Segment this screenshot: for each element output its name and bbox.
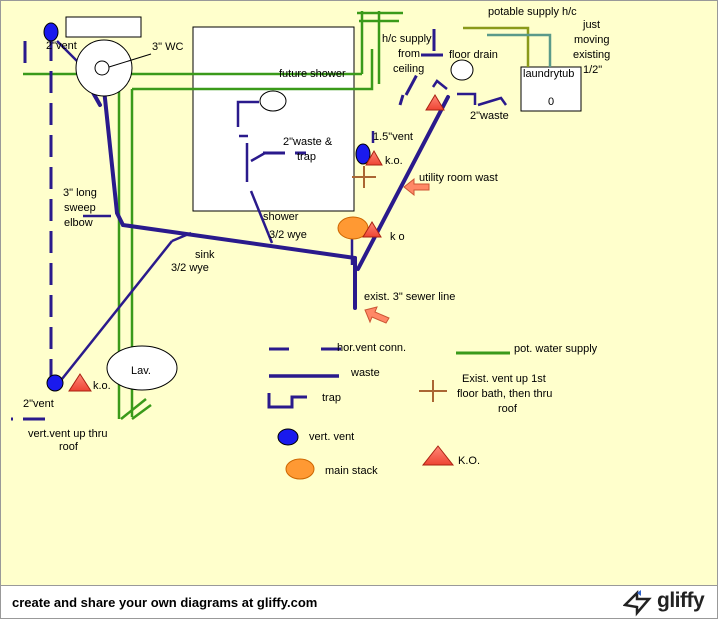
shower-drain — [259, 90, 287, 112]
label-laundrytub: laundrytub — [523, 68, 574, 80]
footer-text[interactable]: create and share your own diagrams at gl… — [12, 595, 318, 610]
label-vent-lower: 2"vent — [23, 398, 54, 410]
label-future-shower: future shower — [279, 68, 346, 80]
gliffy-logo-icon[interactable] — [623, 589, 657, 617]
ko-icon-lower — [68, 373, 92, 392]
floor-drain — [450, 59, 474, 81]
label-waste-trap-1: 2"waste & — [283, 136, 333, 148]
label-vert-vent-2: roof — [59, 441, 79, 453]
label-just: just — [582, 19, 600, 31]
label-waste-2in: 2"waste — [470, 110, 509, 122]
potable-supply-lines — [463, 26, 552, 67]
legend-exist-vent-label-3: roof — [498, 403, 518, 415]
wc-leader — [108, 53, 152, 68]
label-utility-room: utility room wast — [419, 172, 498, 184]
label-wye-sink: 3/2 wye — [171, 262, 209, 274]
label-hc-ceiling: ceiling — [393, 63, 424, 75]
vert-vent-top — [43, 22, 59, 42]
label-ko-upper: k.o. — [385, 155, 403, 167]
label-sink: sink — [195, 249, 215, 261]
legend-trap-symbol — [267, 393, 307, 409]
legend-exist-vent-label-1: Exist. vent up 1st — [462, 373, 546, 385]
shower-room-box — [192, 26, 355, 212]
label-hc-supply: h/c supply — [382, 33, 432, 45]
plumbing-diagram: 2"vent 3" WC future shower h/c supply fr… — [11, 6, 610, 480]
legend-exist-vent-label-2: floor bath, then thru — [457, 388, 552, 400]
gliffy-brand-text[interactable]: gliffy — [657, 589, 705, 612]
legend-trap-label: trap — [322, 392, 341, 404]
label-wc: 3" WC — [152, 41, 183, 53]
legend-ko-symbol — [421, 445, 455, 466]
label-vent-top: 2"vent — [46, 40, 77, 52]
label-sweep-1: 3" long — [63, 187, 97, 199]
waste-lines-thin — [61, 79, 508, 380]
vert-vent-mid — [355, 143, 371, 165]
utility-arrow-icon — [403, 177, 430, 197]
wc-drain — [94, 60, 110, 76]
label-ko-lower: k.o. — [93, 380, 111, 392]
ko-icon-upper — [365, 149, 383, 166]
vent-lines — [11, 29, 445, 421]
legend-waste-label: waste — [350, 367, 380, 379]
label-sewer-line: exist. 3" sewer line — [364, 291, 455, 303]
sewer-arrow-icon — [364, 306, 390, 324]
label-lav: Lav. — [131, 365, 151, 377]
label-shower: shower — [263, 211, 299, 223]
vert-vent-lower — [46, 374, 64, 392]
label-laundrytub-value: 0 — [548, 96, 554, 108]
ko-icon-main — [362, 221, 382, 238]
label-floor-drain: floor drain — [449, 49, 498, 61]
label-hc-from: from — [398, 48, 420, 60]
lav-sink — [106, 345, 178, 391]
legend-exist-vent-symbol — [419, 380, 447, 402]
legend-vert-vent-label: vert. vent — [309, 431, 354, 443]
label-half-inch: 1/2" — [583, 64, 602, 76]
label-moving: moving — [574, 34, 609, 46]
label-potable-supply: potable supply h/c — [488, 6, 577, 18]
legend-main-stack-label: main stack — [325, 465, 378, 477]
vent-lines-thin — [56, 40, 375, 218]
legend-ko-label: K.O. — [458, 455, 480, 467]
legend-vert-vent-symbol — [277, 428, 299, 446]
legend-main-stack-symbol — [285, 458, 315, 480]
footer-bar: create and share your own diagrams at gl… — [1, 585, 717, 618]
legend-hor-vent-label: hor.vent conn. — [337, 342, 406, 354]
top-label-box — [65, 16, 142, 38]
label-ko-main: k o — [390, 231, 405, 243]
label-existing: existing — [573, 49, 610, 61]
label-waste-trap-2: trap — [297, 151, 316, 163]
label-sweep-3: elbow — [64, 217, 93, 229]
label-sweep-2: sweep — [64, 202, 96, 214]
label-vent-1-5: 1.5"vent — [373, 131, 413, 143]
exist-vent-cross-upper — [352, 166, 376, 188]
laundrytub-box — [520, 66, 582, 112]
ko-icon-floor-drain — [425, 94, 445, 111]
legend-pot-water-label: pot. water supply — [514, 343, 598, 355]
label-vert-vent-1: vert.vent up thru — [28, 428, 108, 440]
label-wye-top: 3/2 wye — [269, 229, 307, 241]
